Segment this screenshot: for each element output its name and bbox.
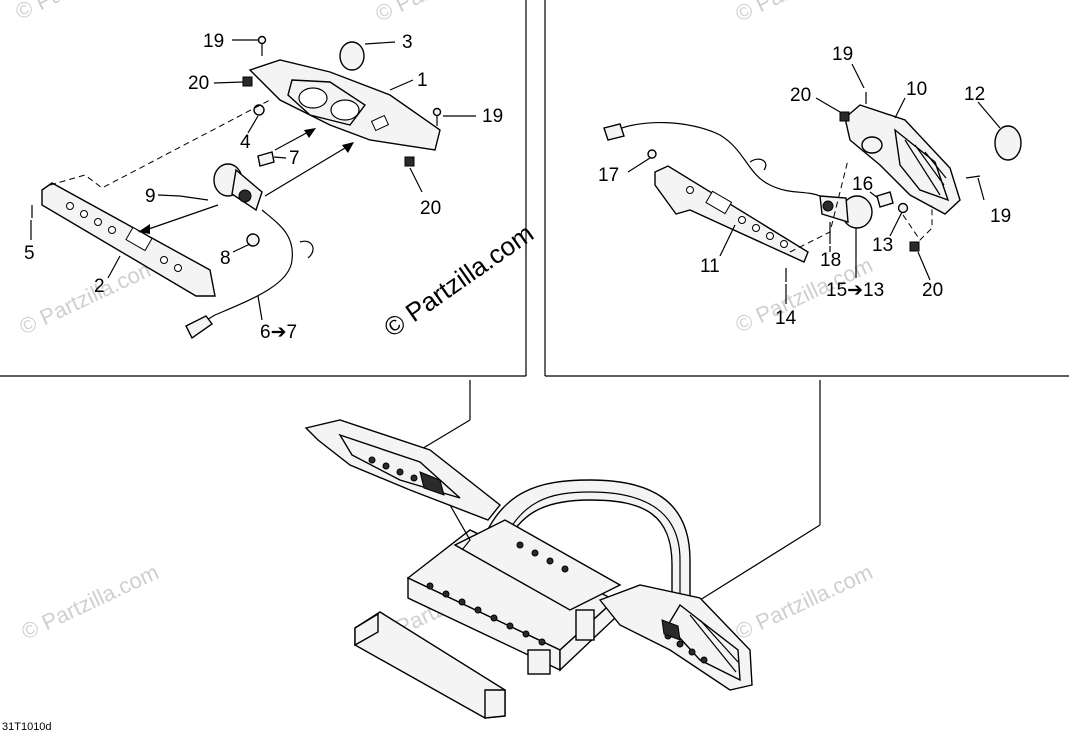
left-nut-top xyxy=(242,76,253,87)
right-screw-right xyxy=(965,175,981,179)
callout-3: 3 xyxy=(402,32,413,53)
left-alignment-dash-1 xyxy=(49,99,271,189)
frame-left-light xyxy=(304,419,501,551)
callout-15-to-13: 15➔13 xyxy=(826,280,884,301)
right-nut-top xyxy=(839,111,850,122)
left-nut-bottom xyxy=(404,156,415,167)
left-clip xyxy=(299,240,314,259)
callout-4: 4 xyxy=(240,132,251,153)
watermark-top-right: © Partzilla.com xyxy=(732,0,877,27)
callout-19-right-right: 19 xyxy=(990,206,1011,227)
watermark-bottom-right: © Partzilla.com xyxy=(732,559,877,644)
left-harness xyxy=(189,209,293,331)
right-housing xyxy=(844,104,961,215)
frame-right-light xyxy=(598,584,753,691)
callout-7: 7 xyxy=(289,148,300,169)
left-leaders xyxy=(30,39,476,321)
callout-19-top-right: 19 xyxy=(832,44,853,65)
right-lens xyxy=(819,195,873,229)
callout-11: 11 xyxy=(700,256,720,277)
watermark-top-left: © Partzilla.com xyxy=(12,0,157,25)
callout-19-top-left: 19 xyxy=(203,31,224,52)
right-nut-bottom xyxy=(909,241,920,252)
right-panel-frame xyxy=(544,0,1069,377)
right-harness xyxy=(611,121,821,197)
left-housing xyxy=(248,59,441,151)
left-screw-right xyxy=(432,107,442,126)
vehicle-frame xyxy=(304,380,821,719)
callout-6-to-7: 6➔7 xyxy=(260,322,297,343)
right-alignment-dash-2 xyxy=(902,205,933,241)
left-grommet xyxy=(253,104,265,116)
callout-18: 18 xyxy=(820,250,841,271)
callout-16: 16 xyxy=(852,174,873,195)
left-bulb xyxy=(257,151,275,167)
left-assembly xyxy=(31,35,442,340)
callout-19-right-left: 19 xyxy=(482,106,503,127)
left-screw-9 xyxy=(179,195,209,201)
right-alignment-dash-1 xyxy=(789,159,849,253)
left-nut-8 xyxy=(246,233,260,247)
callout-1: 1 xyxy=(417,70,428,91)
left-screw-top xyxy=(257,35,267,56)
left-callouts: 19 3 20 1 4 19 7 9 20 5 8 2 6➔7 xyxy=(24,31,503,343)
callout-5: 5 xyxy=(24,243,35,264)
callout-17: 17 xyxy=(598,165,619,186)
callout-10: 10 xyxy=(906,79,927,100)
frame-holes xyxy=(426,541,569,646)
left-connector xyxy=(185,315,213,340)
callout-20-bottom-right: 20 xyxy=(922,280,943,301)
watermark-left-mid: © Partzilla.com xyxy=(16,254,161,339)
callout-8: 8 xyxy=(220,248,231,269)
right-harness-clip xyxy=(647,149,657,159)
watermark-top-center: © Partzilla.com xyxy=(372,0,517,27)
right-bracket xyxy=(654,165,809,263)
left-assembly-arrows xyxy=(138,128,354,234)
right-clip xyxy=(749,158,767,171)
callout-12: 12 xyxy=(964,84,985,105)
right-grommet xyxy=(897,202,909,214)
right-bulb xyxy=(876,191,894,208)
drawing-code: 31T1010d xyxy=(2,721,52,732)
callout-9: 9 xyxy=(145,186,156,207)
callout-20-top-left: 20 xyxy=(188,73,209,94)
left-lens xyxy=(213,163,263,212)
callout-2: 2 xyxy=(94,276,105,297)
right-assembly xyxy=(603,92,1022,282)
callout-20-top-right: 20 xyxy=(790,85,811,106)
callout-20-bottom-left: 20 xyxy=(420,198,441,219)
left-panel-frame xyxy=(0,0,527,377)
callout-14: 14 xyxy=(775,308,797,329)
right-callouts: 19 20 10 12 17 16 19 13 11 18 15➔13 20 1… xyxy=(598,44,1011,329)
left-bracket xyxy=(41,182,216,297)
callout-13: 13 xyxy=(872,235,893,256)
watermark-bottom-left: © Partzilla.com xyxy=(18,559,163,644)
left-reflector xyxy=(339,41,365,71)
watermark-main: © Partzilla.com xyxy=(378,218,539,343)
right-leaders xyxy=(627,63,1001,304)
right-connector xyxy=(603,123,625,141)
right-reflector xyxy=(994,125,1022,161)
